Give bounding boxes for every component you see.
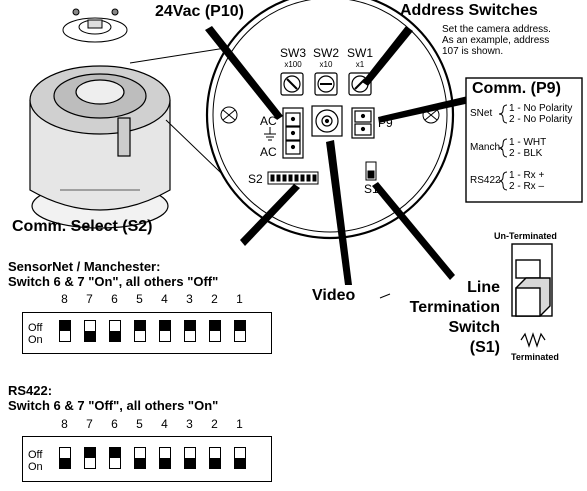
rs422-dip-switch — [159, 447, 171, 469]
sensornet-switch-number: 4 — [161, 292, 168, 306]
sensornet-switch-number: 3 — [186, 292, 193, 306]
sensornet-dip-switch — [184, 320, 196, 342]
sensornet-dip-switch — [109, 320, 121, 342]
sensornet-switch-number: 8 — [61, 292, 68, 306]
rs422-dip-knob — [210, 458, 220, 468]
rs422-switch-number: 2 — [211, 417, 218, 431]
sensornet-dip-switch — [159, 320, 171, 342]
video-label: Video — [312, 287, 356, 304]
sensornet-dip-knob — [185, 321, 195, 331]
sensornet-dip-switch — [209, 320, 221, 342]
left-screw-icon — [220, 106, 238, 124]
rs422-switch-number: 7 — [86, 417, 93, 431]
resistor-icon — [520, 332, 546, 348]
bnc-video-connector — [311, 105, 343, 137]
sensornet-switch-number: 6 — [111, 292, 118, 306]
rs422-dip-switch — [234, 447, 246, 469]
rs422-dip-knob — [235, 458, 245, 468]
rs422-dip-switch — [134, 447, 146, 469]
terminated-label: Terminated — [511, 352, 559, 362]
p9-label: P9 — [378, 116, 393, 130]
sensornet-switch-numbers: 8 7 6 5 4 3 2 1 — [52, 292, 252, 306]
sensornet-dip-knob — [135, 321, 145, 331]
s2-board-dip — [267, 171, 319, 185]
s2-label: S2 — [248, 172, 263, 186]
power-label: 24Vac (P10) — [155, 3, 244, 20]
sw2-label: SW2 x10 — [312, 46, 339, 69]
sensornet-switch-number: 1 — [236, 292, 243, 306]
rs422-dip-switch — [184, 447, 196, 469]
comm-braces — [498, 104, 508, 191]
sensornet-switch-number: 7 — [86, 292, 93, 306]
sw3-label: SW3 x100 — [279, 46, 306, 69]
sw1-label: SW1 x1 — [346, 46, 373, 69]
rs422-dip-knob — [160, 458, 170, 468]
s1-label: S1 — [364, 182, 379, 196]
rs422-dip-switch — [209, 447, 221, 469]
comm-rs422-lines: 1 - Rx +2 - Rx – — [509, 170, 545, 192]
rs422-switch-number: 3 — [186, 417, 193, 431]
circuit-board — [205, 0, 455, 240]
comm-select-title: Comm. Select (S2) — [12, 218, 153, 235]
unterminated-label: Un-Terminated — [494, 231, 557, 241]
callout-pointers — [205, 26, 470, 285]
comm-snet-label: SNet — [470, 108, 493, 119]
rs422-dip-switches — [52, 445, 252, 473]
rs422-switch-number: 6 — [111, 417, 118, 431]
rs422-dip-knob — [85, 448, 95, 458]
rs422-dip-knob — [60, 458, 70, 468]
address-switches-title: Address Switches — [400, 2, 538, 19]
rs422-dip-knob — [135, 458, 145, 468]
p10-connector — [282, 107, 304, 159]
rs422-switch-number: 8 — [61, 417, 68, 431]
sensornet-dip-knob — [110, 331, 120, 341]
sensornet-dip-panel — [22, 312, 272, 354]
rs422-dip-switch — [59, 447, 71, 469]
ac-bottom-label: AC — [260, 145, 277, 159]
rs422-switch-number: 5 — [136, 417, 143, 431]
rs422-heading: RS422: Switch 6 & 7 "Off", all others "O… — [8, 383, 219, 413]
ground-icon — [264, 127, 276, 141]
ac-top-label: AC — [260, 114, 277, 128]
sensornet-dip-switch — [59, 320, 71, 342]
address-note: Set the camera address. As an example, a… — [442, 24, 551, 57]
sensornet-dip-switches — [52, 318, 252, 346]
sensornet-dip-knob — [210, 321, 220, 331]
sensornet-switch-number: 2 — [211, 292, 218, 306]
sensornet-switch-number: 5 — [136, 292, 143, 306]
line-termination-switch-illustration — [511, 243, 553, 317]
s1-board-switch — [365, 161, 377, 181]
rs422-dip-knob — [185, 458, 195, 468]
sensornet-dip-knob — [85, 331, 95, 341]
sensornet-dip-switch — [234, 320, 246, 342]
small-camera-illustration — [62, 8, 128, 43]
p9-connector — [351, 107, 375, 139]
sensornet-dip-switch — [84, 320, 96, 342]
sensornet-heading: SensorNet / Manchester: Switch 6 & 7 "On… — [8, 259, 219, 289]
rs422-dip-switch — [84, 447, 96, 469]
rs422-switch-numbers: 8 7 6 5 4 3 2 1 — [52, 417, 252, 431]
line-termination-label: Line Termination Switch (S1) — [409, 279, 500, 356]
rs422-switch-number: 1 — [236, 417, 243, 431]
sensornet-dip-knob — [160, 321, 170, 331]
sensornet-dip-switch — [134, 320, 146, 342]
sensornet-offon-labels: Off On — [28, 322, 43, 346]
rs422-offon-labels: Off On — [28, 449, 43, 473]
comm-rs422-label: RS422 — [470, 175, 501, 186]
comm-p9-box — [465, 77, 583, 203]
rs422-switch-number: 4 — [161, 417, 168, 431]
sensornet-dip-knob — [60, 321, 70, 331]
sensornet-dip-knob — [235, 321, 245, 331]
comm-p9-title: Comm. (P9) — [472, 80, 561, 97]
comm-manch-label: Manch. — [470, 142, 503, 153]
camera-housing-illustration — [29, 65, 171, 229]
rs422-dip-knob — [110, 448, 120, 458]
rs422-dip-switch — [109, 447, 121, 469]
rs422-dip-panel — [22, 436, 272, 482]
